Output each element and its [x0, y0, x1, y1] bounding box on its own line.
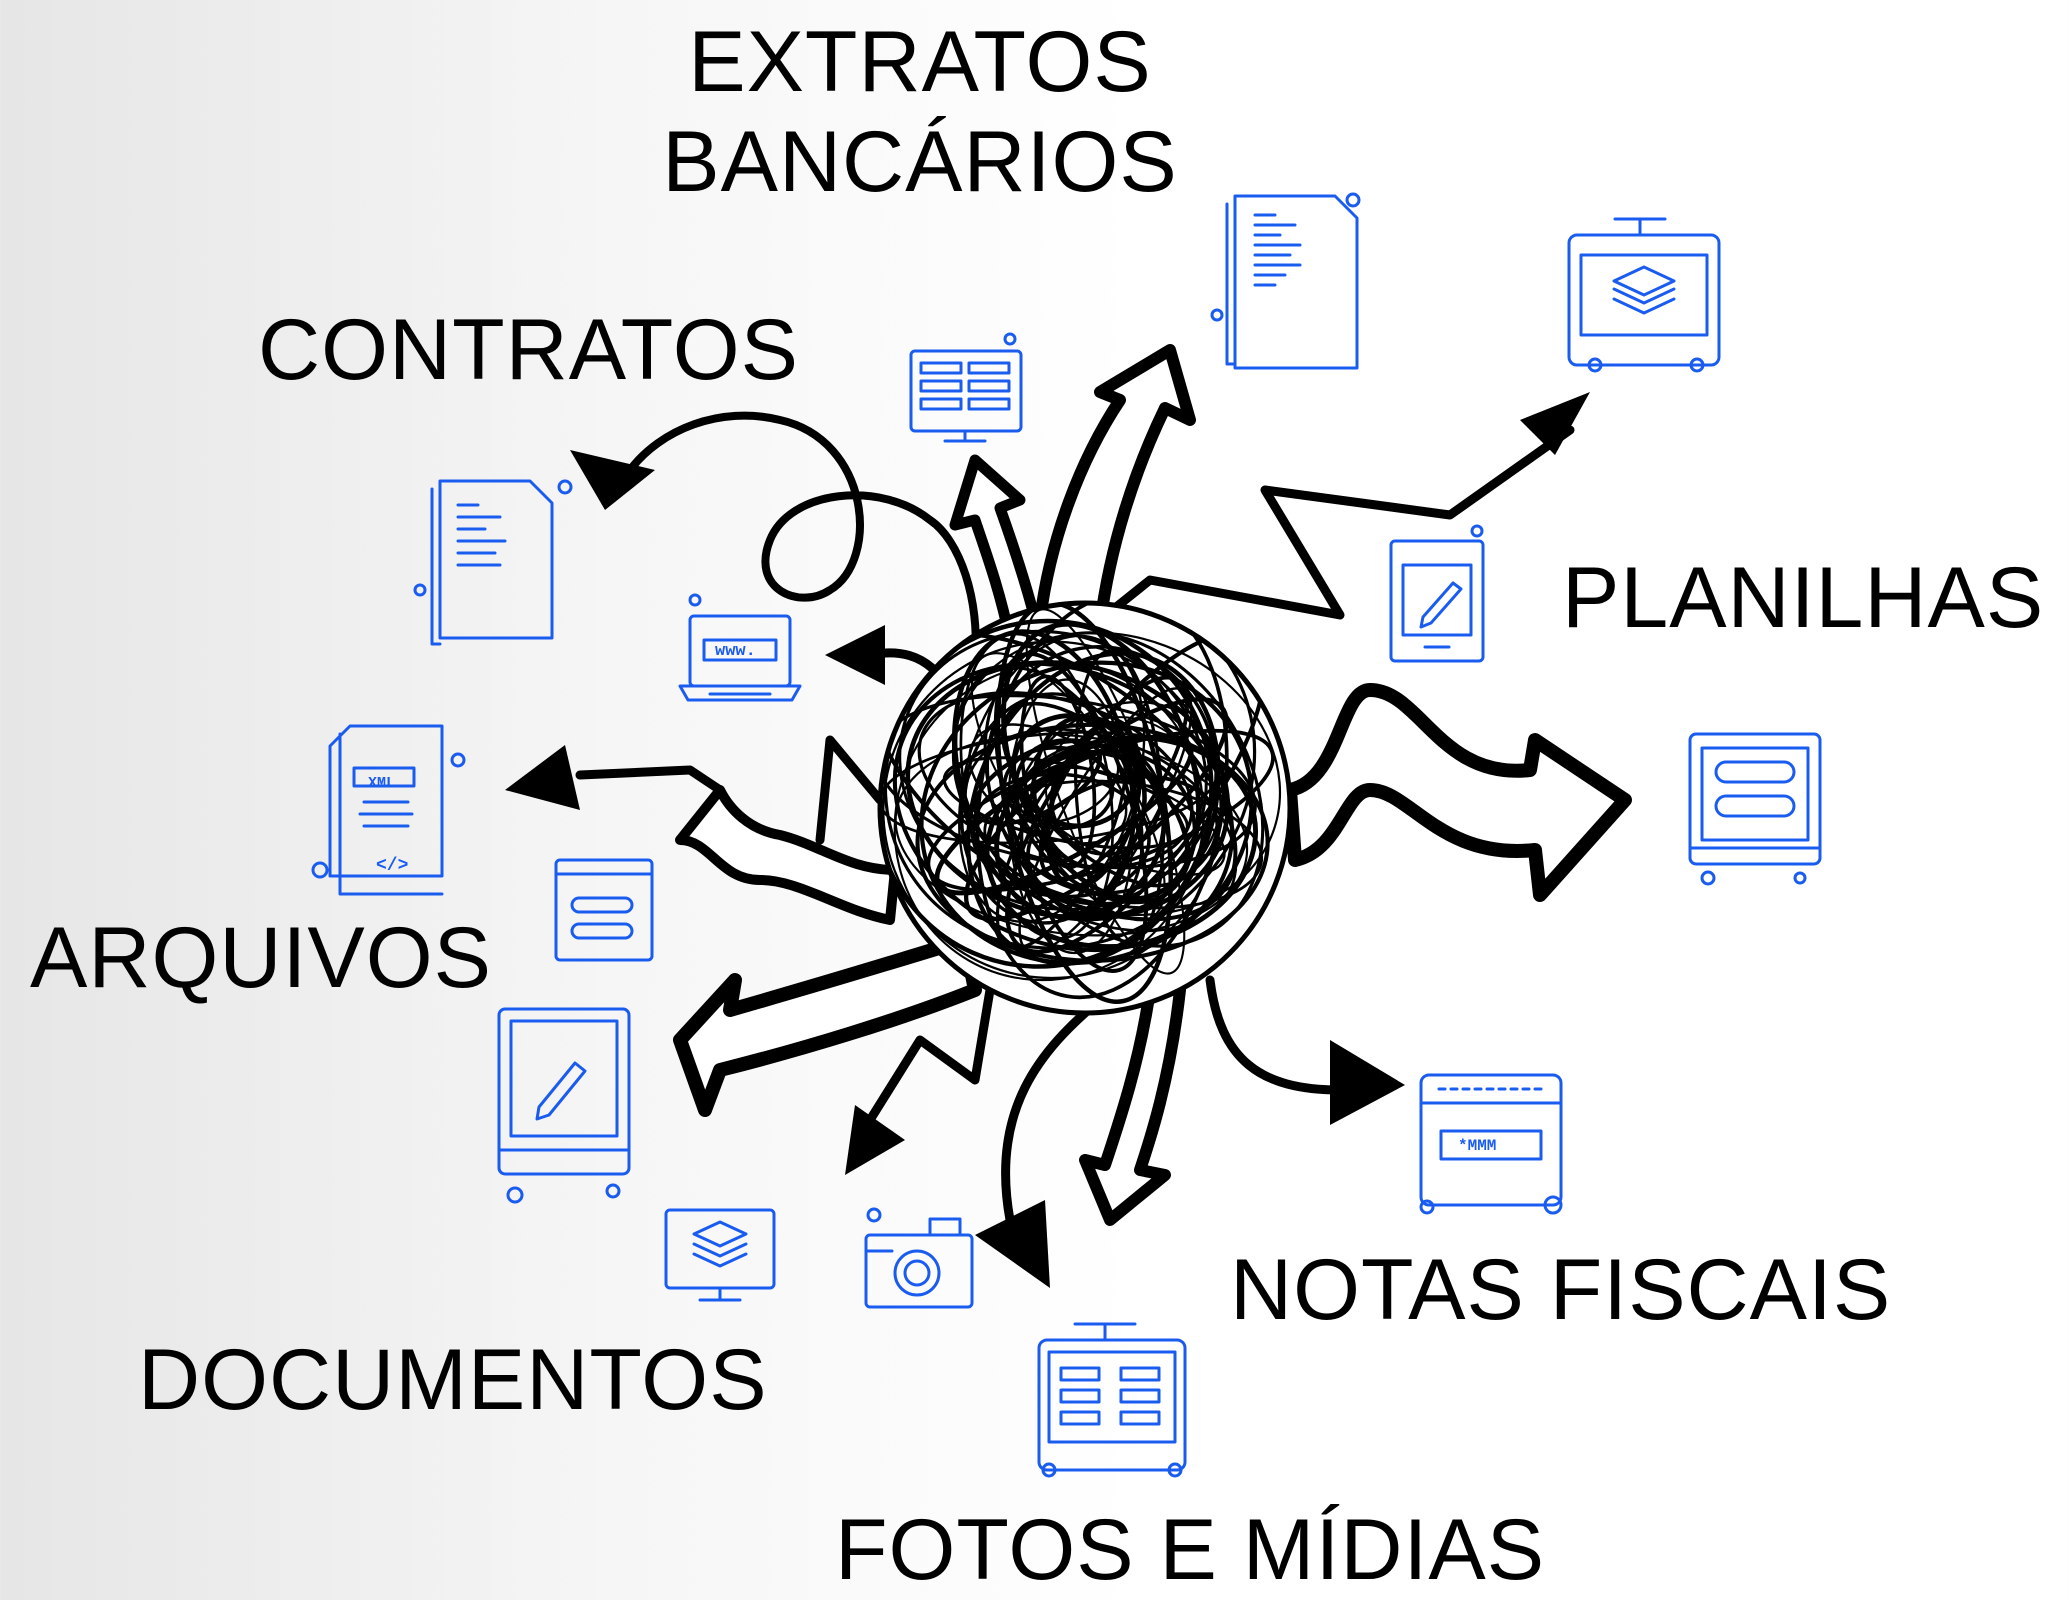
label-notas-fiscais: NOTAS FISCAIS: [1230, 1242, 1892, 1338]
arrowhead-fotos: [975, 1200, 1050, 1288]
scribble-loop: [951, 631, 1282, 916]
arrow-left-zigzag: [815, 735, 885, 845]
monitor-table-icon: [909, 332, 1023, 443]
arrow-up-small: [949, 454, 1046, 646]
scribble-loop: [894, 733, 1249, 937]
arrowhead-down-left: [845, 1105, 905, 1175]
camera-icon: [864, 1207, 974, 1309]
arrowhead-arquivos: [505, 745, 580, 810]
document-icon-extratos: [1210, 192, 1361, 370]
arrow-to-planilhas: [1095, 425, 1575, 625]
arrow-to-notas: [1205, 975, 1345, 1095]
arrow-down-hollow: [1079, 984, 1186, 1226]
scribble-loop: [898, 629, 1208, 911]
label-fotos-e-midias: FOTOS E MÍDIAS: [835, 1502, 1546, 1598]
xml-document-icon: [311, 724, 466, 896]
scribble-loop: [917, 691, 1194, 869]
printer-icon: [1419, 1073, 1563, 1215]
scribble-loop: [1001, 621, 1201, 902]
code-text: </>: [376, 856, 408, 876]
label-extratos-bancarios: EXTRATOS BANCÁRIOS: [660, 12, 1180, 212]
tangled-scribble: [877, 600, 1293, 1016]
scribble-loop: [892, 661, 1235, 953]
label-arquivos: ARQUIVOS: [30, 910, 492, 1006]
scribble-loop: [880, 694, 1257, 870]
scribble-loop: [1000, 701, 1191, 888]
arrow-to-documentos: [673, 933, 982, 1117]
label-documentos: DOCUMENTOS: [138, 1332, 768, 1428]
tablet-pencil-icon-right: [1389, 524, 1485, 663]
arrow-to-arquivos: [675, 785, 900, 925]
scribble-loop: [1031, 714, 1147, 870]
arrow-to-extratos: [1034, 344, 1196, 631]
laptop-www-icon: [678, 593, 802, 702]
mmm-text: *MMM: [1458, 1137, 1496, 1155]
arrow-to-fotos: [1001, 995, 1105, 1225]
scribble-loop: [882, 640, 1222, 980]
arrowhead-web: [825, 625, 885, 685]
scribble-loop: [975, 603, 1229, 1000]
label-contratos: CONTRATOS: [258, 302, 799, 398]
label-planilhas: PLANILHAS: [1562, 550, 2045, 646]
scribble-loop: [1007, 678, 1135, 955]
machine-table-icon: [1037, 1322, 1187, 1478]
tablet-pencil-icon-left: [497, 1007, 631, 1204]
arrow-to-contratos: [626, 411, 980, 664]
layers-icon-topright: [1567, 217, 1721, 373]
window-toggles-icon: [554, 858, 654, 962]
label-extratos-line1: EXTRATOS: [688, 14, 1152, 110]
arrowhead-notas: [1330, 1040, 1405, 1125]
arrow-down-left-zigzag: [865, 985, 995, 1125]
scribble-loop: [972, 738, 1103, 826]
monitor-layers-icon: [664, 1208, 776, 1302]
toggle-panel-icon-right: [1688, 732, 1822, 886]
document-icon-contratos: [413, 479, 573, 646]
arrowhead-contratos: [570, 450, 655, 510]
arrow-right-wavy: [1283, 683, 1632, 902]
arrow-to-arquivos-line: [575, 765, 725, 795]
www-text: www.: [715, 642, 756, 661]
xml-text: XML: [368, 775, 395, 792]
arrowhead-planilhas: [1520, 392, 1590, 455]
scribble-loop: [957, 634, 1146, 924]
label-extratos-line2: BANCÁRIOS: [662, 114, 1178, 210]
